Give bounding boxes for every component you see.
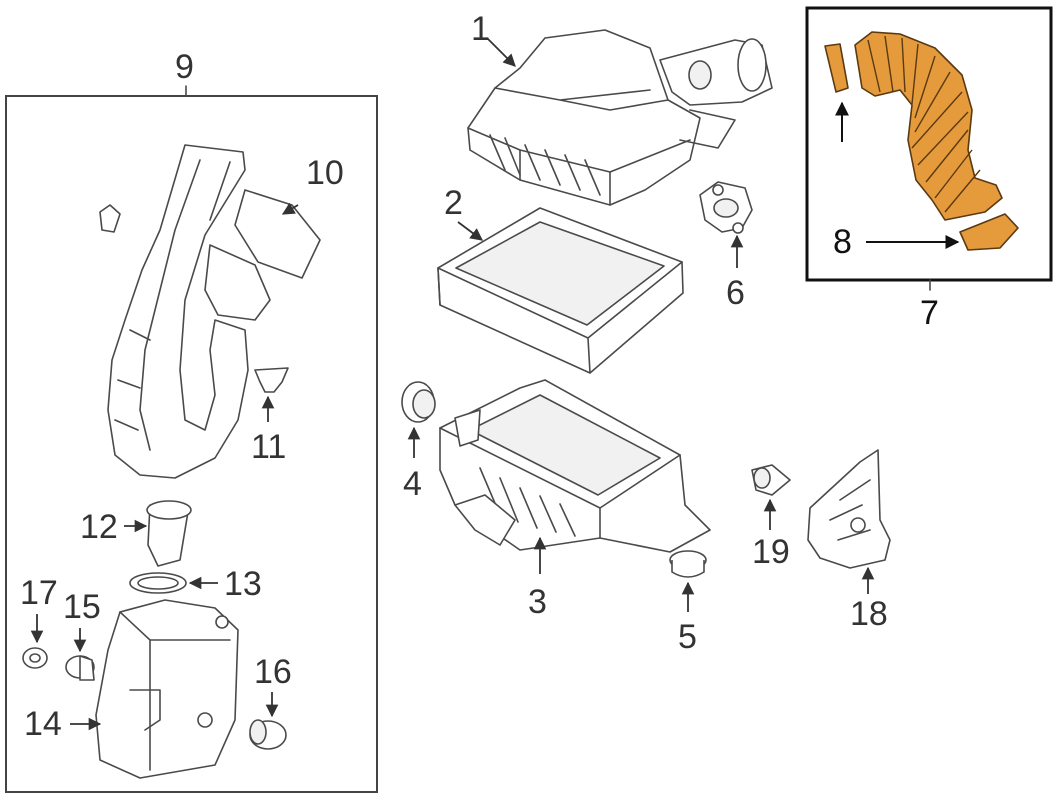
inlet-duct-9	[99, 144, 321, 479]
callout-16: 16	[254, 653, 292, 691]
callout-8: 8	[833, 223, 852, 261]
callout-15: 15	[63, 588, 101, 626]
air-cleaner-housing	[439, 379, 711, 553]
callout-19: 19	[752, 533, 790, 571]
callout-13: 13	[224, 565, 262, 603]
air-filter	[437, 207, 684, 374]
resonator-12	[146, 500, 192, 567]
callout-17: 17	[20, 574, 58, 612]
callout-7: 7	[920, 294, 939, 332]
grommet-4	[401, 381, 436, 423]
group-box-7	[805, 6, 1053, 282]
clip-11	[254, 367, 289, 393]
callout-11: 11	[251, 428, 287, 466]
bushing-15	[65, 655, 95, 681]
callout-12: 12	[80, 508, 118, 546]
callout-2: 2	[444, 184, 463, 222]
leader-2	[457, 221, 484, 241]
callout-3: 3	[528, 583, 547, 621]
resonator-box-14	[95, 599, 239, 779]
mount-5	[669, 550, 707, 578]
callout-10: 10	[306, 154, 344, 192]
bushing-16	[249, 719, 287, 750]
callout-5: 5	[678, 618, 697, 656]
sensor-6	[699, 181, 753, 234]
callout-18: 18	[850, 595, 888, 633]
callout-9: 9	[175, 48, 194, 86]
bracket-18	[807, 449, 891, 569]
group-box-9	[5, 95, 378, 793]
washer-17	[22, 647, 48, 669]
clip-19	[751, 464, 791, 496]
callout-14: 14	[24, 705, 62, 743]
outlet-duct-7	[824, 31, 1019, 251]
callout-6: 6	[726, 274, 745, 312]
air-cleaner-cover	[467, 29, 773, 206]
leader-10	[281, 202, 299, 215]
leader-1	[486, 37, 516, 67]
callout-4: 4	[403, 465, 422, 503]
callout-1: 1	[471, 10, 490, 48]
